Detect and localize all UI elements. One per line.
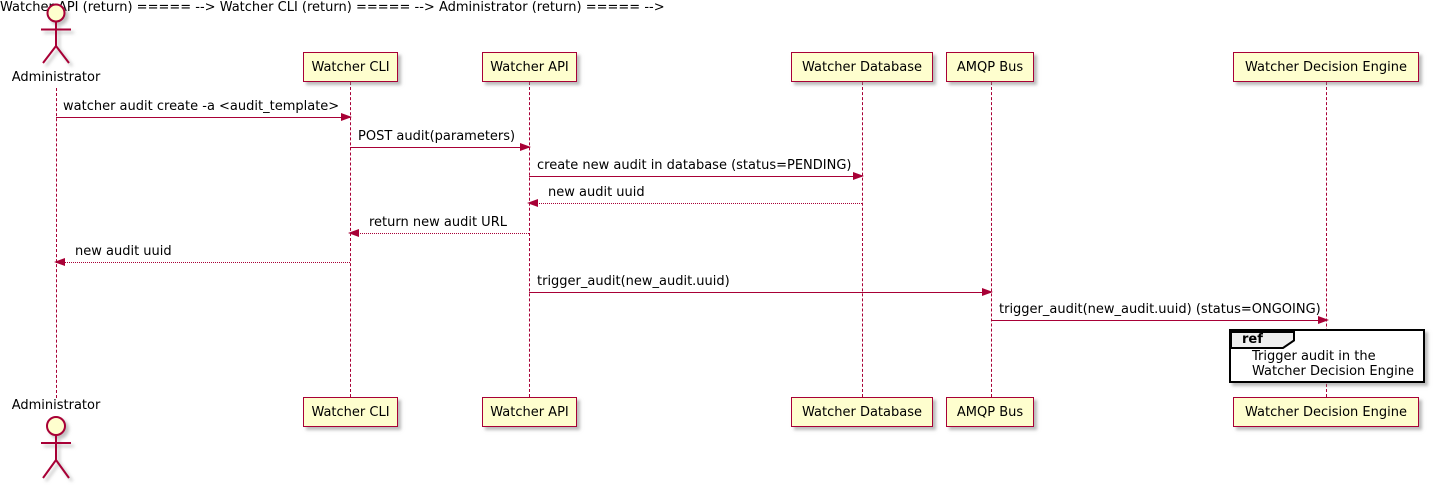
arrowhead-right-icon: [982, 287, 993, 296]
message-2-label: POST audit(parameters): [358, 129, 516, 144]
participant-label: Watcher Decision Engine: [1245, 59, 1407, 75]
participant-label: Watcher Database: [802, 404, 922, 420]
actor-label-top: Administrator: [11, 70, 101, 85]
participant-top-watcher-cli: Watcher CLI: [303, 52, 398, 82]
lifeline-watcher-database: [862, 82, 863, 397]
arrowhead-right-icon: [520, 142, 531, 151]
participant-label: Watcher Decision Engine: [1245, 404, 1407, 420]
arrowhead-right-icon: [341, 112, 352, 121]
ref-fragment: ref Trigger audit in the Watcher Decisio…: [1229, 329, 1425, 383]
administrator-actor-icon: [41, 3, 71, 64]
participant-top-watcher-decision-engine: Watcher Decision Engine: [1233, 52, 1419, 82]
participant-top-amqp-bus: AMQP Bus: [946, 52, 1034, 82]
participant-top-watcher-api: Watcher API: [482, 52, 577, 82]
arrowhead-left-icon: [54, 257, 65, 266]
ref-header-pentagon-icon: [1231, 331, 1295, 349]
lifeline-amqp-bus: [991, 82, 992, 397]
ref-text-line-1: Trigger audit in the: [1252, 349, 1376, 364]
lifeline-administrator: [56, 88, 57, 398]
lifeline-watcher-decision-engine: [1326, 82, 1327, 397]
participant-bottom-watcher-decision-engine: Watcher Decision Engine: [1233, 397, 1419, 427]
arrowhead-left-icon: [527, 198, 538, 207]
participant-label: Watcher API: [490, 59, 569, 75]
message-3-label: create new audit in database (status=PEN…: [537, 158, 852, 173]
message-4-label: new audit uuid: [548, 185, 645, 200]
arrowhead-right-icon: [853, 171, 864, 180]
participant-bottom-watcher-api: Watcher API: [482, 397, 577, 427]
message-4-arrow: [527, 198, 862, 207]
message-8-label: trigger_audit(new_audit.uuid) (status=ON…: [999, 302, 1321, 317]
arrowhead-right-icon: [1318, 315, 1329, 324]
message-6-label: new audit uuid: [75, 244, 172, 259]
message-7-arrow: [529, 287, 993, 296]
message-2-arrow: [350, 142, 531, 151]
arrowhead-left-icon: [348, 228, 359, 237]
message-8-arrow: [991, 315, 1329, 324]
ref-text-line-2: Watcher Decision Engine: [1252, 364, 1414, 379]
lifeline-watcher-cli: [350, 82, 351, 397]
participant-label: Watcher CLI: [311, 59, 390, 75]
participant-label: AMQP Bus: [956, 59, 1024, 75]
participant-bottom-watcher-cli: Watcher CLI: [303, 397, 398, 427]
participant-top-watcher-database: Watcher Database: [791, 52, 933, 82]
participant-label: Watcher CLI: [311, 404, 390, 420]
message-5-label: return new audit URL: [369, 215, 507, 230]
message-1-label: watcher audit create -a <audit_template>: [63, 99, 340, 114]
message-7-label: trigger_audit(new_audit.uuid): [537, 274, 730, 289]
message-5-arrow: [348, 228, 529, 237]
participant-label: AMQP Bus: [956, 404, 1024, 420]
participant-bottom-amqp-bus: AMQP Bus: [946, 397, 1034, 427]
participant-label: Watcher API: [490, 404, 569, 420]
message-3-arrow: [529, 171, 864, 180]
participant-bottom-watcher-database: Watcher Database: [791, 397, 933, 427]
lifeline-watcher-api: [529, 82, 530, 397]
message-6-arrow: [54, 257, 350, 266]
participant-label: Watcher Database: [802, 59, 922, 75]
administrator-actor-icon-bottom: [41, 416, 71, 479]
ref-keyword: ref: [1242, 332, 1263, 347]
message-1-arrow: [56, 112, 352, 121]
actor-label-bottom: Administrator: [11, 398, 101, 413]
